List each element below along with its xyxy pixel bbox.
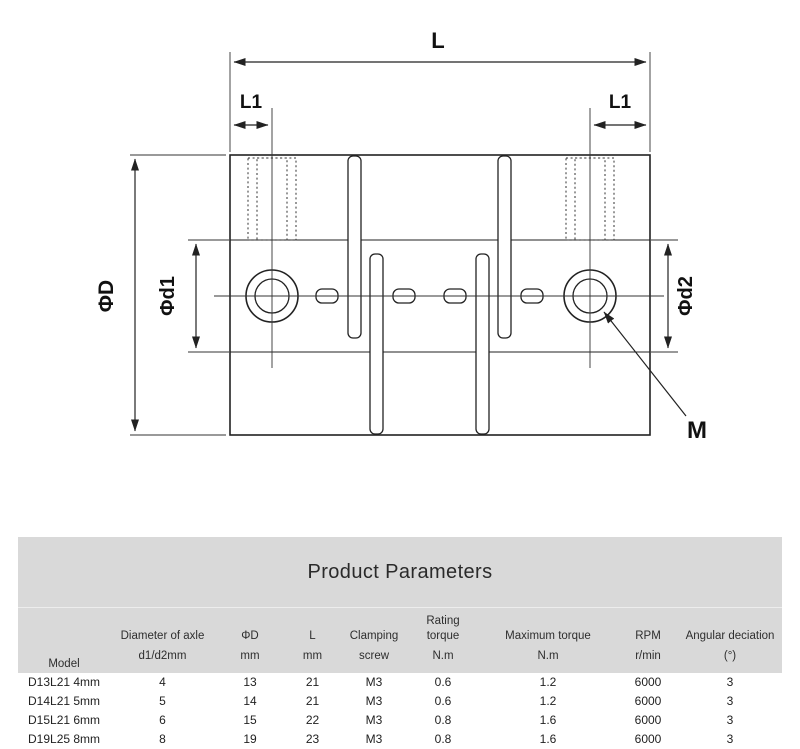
column-header-diameter: Diameter of axle xyxy=(110,608,215,645)
dim-label-L1-right: L1 xyxy=(609,92,632,113)
column-header-rpm: RPM xyxy=(618,608,678,645)
table-cell: 21 xyxy=(285,672,340,692)
table-cell: 22 xyxy=(285,710,340,730)
table-cell: 0.8 xyxy=(408,710,478,730)
table-row: D14L21 5mm 5 14 21 M3 0.6 1.2 6000 3 xyxy=(18,691,782,711)
column-header-rating-torque: Rating torque xyxy=(408,608,478,645)
table-cell: 13 xyxy=(215,672,285,692)
table-cell: M3 xyxy=(340,672,408,692)
table-cell: 5 xyxy=(110,691,215,711)
flex-slot-pattern xyxy=(315,155,544,435)
table-cell: 1.6 xyxy=(478,710,618,730)
column-unit-maximum-torque: N.m xyxy=(478,644,618,673)
header-row-labels: Model Diameter of axle ΦD L Clamping Rat… xyxy=(18,608,782,673)
table-cell: M3 xyxy=(340,710,408,730)
dimension-phid1: Φd1 xyxy=(157,239,229,353)
table-row: D19L25 8mm 8 19 23 M3 0.8 1.6 6000 3 xyxy=(18,729,782,749)
column-header-angular-deciation: Angular deciation xyxy=(678,608,782,645)
column-header-maximum-torque: Maximum torque xyxy=(478,608,618,645)
dim-label-L: L xyxy=(431,28,444,53)
dimension-L1-left: L1 xyxy=(233,92,269,129)
table-cell: 23 xyxy=(285,729,340,749)
dim-label-M: M xyxy=(687,417,707,444)
dimension-L1-right: L1 xyxy=(593,92,647,129)
table-cell: M3 xyxy=(340,691,408,711)
table-row: D13L21 4mm 4 13 21 M3 0.6 1.2 6000 3 xyxy=(18,672,782,692)
header-row-units: d1/d2mm mm mm screw N.m N.m r/min (°) xyxy=(18,644,782,673)
dim-label-phid2: Φd2 xyxy=(675,276,697,316)
product-parameters-section: Product Parameters Model Diameter of axl… xyxy=(18,537,782,749)
table-cell: 6000 xyxy=(618,710,678,730)
column-unit-clamping-screw: screw xyxy=(340,644,408,673)
column-header-L: L xyxy=(285,608,340,645)
table-cell: D13L21 4mm xyxy=(18,672,110,692)
dim-label-phiD: ΦD xyxy=(95,280,118,312)
table-cell: 0.6 xyxy=(408,672,478,692)
column-header-clamping-screw: Clamping xyxy=(340,608,408,645)
section-title: Product Parameters xyxy=(18,537,782,608)
table-cell: 4 xyxy=(110,672,215,692)
table-cell: 1.6 xyxy=(478,729,618,749)
table-cell: 3 xyxy=(678,672,782,692)
coupling-diagram-area: L L1 L1 ΦD Φd1 xyxy=(95,28,707,444)
table-cell: 6000 xyxy=(618,672,678,692)
dimension-phid2: Φd2 xyxy=(651,239,697,353)
column-unit-rpm: r/min xyxy=(618,644,678,673)
table-cell: 0.8 xyxy=(408,729,478,749)
table-cell: 14 xyxy=(215,691,285,711)
table-cell: 1.2 xyxy=(478,691,618,711)
dim-label-phid1: Φd1 xyxy=(157,276,179,316)
table-cell: 1.2 xyxy=(478,672,618,692)
column-unit-rating-torque: N.m xyxy=(408,644,478,673)
table-cell: 3 xyxy=(678,710,782,730)
table-cell: D14L21 5mm xyxy=(18,691,110,711)
table-cell: 21 xyxy=(285,691,340,711)
table-cell: 19 xyxy=(215,729,285,749)
table-cell: 8 xyxy=(110,729,215,749)
table-cell: 0.6 xyxy=(408,691,478,711)
table-row: D15L21 6mm 6 15 22 M3 0.8 1.6 6000 3 xyxy=(18,710,782,730)
table-cell: D19L25 8mm xyxy=(18,729,110,749)
table-cell: M3 xyxy=(340,729,408,749)
table-cell: D15L21 6mm xyxy=(18,710,110,730)
column-unit-phiD: mm xyxy=(215,644,285,673)
label-M-callout: M xyxy=(603,311,707,444)
table-cell: 15 xyxy=(215,710,285,730)
table-cell: 3 xyxy=(678,691,782,711)
column-header-model: Model xyxy=(18,608,110,673)
table-cell: 6 xyxy=(110,710,215,730)
table-cell: 6000 xyxy=(618,691,678,711)
dimension-L: L xyxy=(229,28,651,152)
dim-label-L1-left: L1 xyxy=(240,92,263,113)
coupling-technical-drawing: L L1 L1 ΦD Φd1 xyxy=(95,28,707,444)
product-parameters-table: Model Diameter of axle ΦD L Clamping Rat… xyxy=(18,608,782,749)
table-cell: 3 xyxy=(678,729,782,749)
column-unit-diameter: d1/d2mm xyxy=(110,644,215,673)
column-header-phiD: ΦD xyxy=(215,608,285,645)
column-unit-angular-deciation: (°) xyxy=(678,644,782,673)
dimension-phiD: ΦD xyxy=(95,154,226,436)
table-cell: 6000 xyxy=(618,729,678,749)
column-unit-L: mm xyxy=(285,644,340,673)
centerlines xyxy=(214,108,664,368)
